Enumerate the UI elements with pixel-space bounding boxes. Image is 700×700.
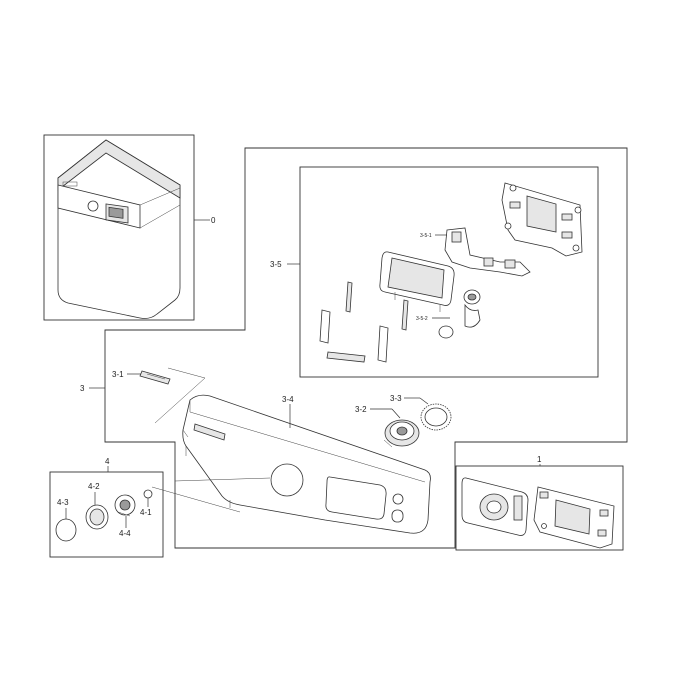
pcb-frame-board [501, 182, 583, 257]
label-pcb-frame-sub1: 3-5-1 [420, 233, 432, 239]
pcb-frame-assembly-frame [299, 166, 599, 378]
encoder-ring-part [438, 325, 454, 339]
label-knob-ring: 3-3 [390, 394, 402, 403]
button-strips [319, 281, 409, 363]
washer-illustration [57, 139, 181, 319]
dial-knob-part [114, 494, 136, 517]
panel-dial-hole [270, 463, 304, 497]
label-knob: 3-2 [355, 405, 367, 414]
encoder-part [463, 289, 481, 328]
control-panel-assembly-frame [104, 147, 628, 549]
washer-frame [43, 134, 195, 321]
label-control-panel-assembly: 3 [80, 384, 85, 393]
label-dial-part2: 4-2 [88, 482, 100, 491]
panel-display-window [325, 476, 387, 520]
label-washer: 0 [211, 216, 216, 225]
panel-insert-part [139, 370, 171, 385]
label-dial-part3: 4-3 [57, 498, 69, 507]
knob-ring-part [420, 403, 452, 431]
pcb-frame-bracket [444, 227, 531, 277]
panel-button-bottom [391, 509, 404, 523]
label-dial-assembly: 4 [105, 457, 110, 466]
dial-cover-part [55, 518, 77, 542]
display-frame-part [379, 251, 455, 312]
pcb-assembly-board-part [533, 486, 615, 549]
dial-small-part [143, 489, 153, 499]
dial-ring-part [85, 504, 109, 530]
label-pcb-frame-assembly: 3-5 [270, 260, 282, 269]
control-panel-part [182, 394, 431, 534]
pcb-assembly-frame [455, 465, 624, 551]
washer-dial-icon [87, 200, 99, 212]
label-dial-part4: 4-4 [119, 529, 131, 538]
pcb-assembly-frame-part [461, 477, 529, 536]
label-control-panel: 3-4 [282, 395, 294, 404]
knob-part [383, 419, 420, 448]
panel-button-top [392, 493, 404, 505]
dial-assembly-frame [49, 471, 164, 558]
label-panel-insert: 3-1 [112, 370, 124, 379]
label-pcb-frame-sub2: 3-5-2 [416, 316, 428, 322]
label-pcb-assembly: 1 [537, 455, 542, 464]
label-dial-part1: 4-1 [140, 508, 152, 517]
panel-logo-plate [193, 423, 226, 441]
